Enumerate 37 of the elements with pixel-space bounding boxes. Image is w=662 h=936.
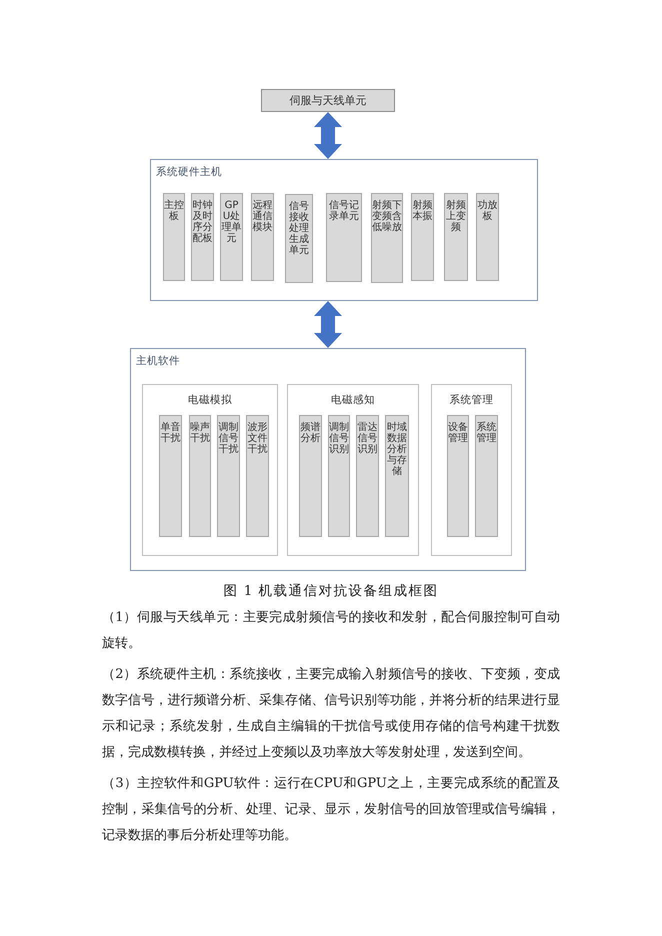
- module-box: 调制信号识别: [328, 415, 350, 537]
- module-box: 远程通信模块: [251, 193, 274, 281]
- module-box: 频谱分析: [299, 415, 322, 537]
- module-box: 时域数据分析与存储: [385, 415, 409, 537]
- panel-heading: 系统硬件主机: [156, 165, 222, 179]
- module-box: 射频本振: [411, 193, 434, 281]
- unit-box: 伺服与天线单元: [261, 89, 395, 112]
- module-box: 设备管理: [447, 415, 469, 537]
- paragraph: （2）系统硬件主机：系统接收，主要完成输入射频信号的接收、下变频，变成数字信号，进行频谱分析、采集存储、信号识别等功能，并将分析的结果进行显示和记录；系统发射，生成自主编辑的干扰信号或使用存储的信号构建干扰数据，完成数模转换，并经过上变频以及功率放大等发射处理，发送到空间。: [102, 666, 560, 762]
- module-box: 单音干扰: [159, 415, 182, 537]
- group-box: [142, 384, 278, 556]
- figure-caption: 图 1 机载通信对抗设备组成框图: [222, 582, 440, 600]
- group-box: [287, 384, 419, 556]
- module-box: 时钟及时序分配板: [191, 193, 214, 281]
- panel-heading: 电磁感知: [330, 393, 376, 407]
- panel-heading: 系统管理: [448, 393, 494, 407]
- module-box: GPU处理单元: [220, 193, 243, 281]
- group-box: [431, 384, 512, 556]
- paragraph: （1）伺服与天线单元：主要完成射频信号的接收和发射，配合伺服控制可自动旋转。: [102, 609, 560, 653]
- group-panel: [150, 159, 538, 301]
- module-box: 调制信号干扰: [217, 415, 240, 537]
- panel-heading: 主机软件: [136, 354, 180, 368]
- double-arrow: [314, 112, 342, 159]
- module-box: 射频上变频: [444, 193, 468, 281]
- module-box: 波形文件干扰: [246, 415, 269, 537]
- paragraph: （3）主控软件和GPU软件：运行在CPU和GPU之上，主要完成系统的配置及控制，采集信号的分析、处理、记录、显示，发射信号的回放管理或信号编辑，记录数据的事后分析处理等功能。: [102, 775, 560, 845]
- module-box: 雷达信号识别: [356, 415, 379, 537]
- group-panel: [130, 348, 526, 571]
- module-box: 功放板: [476, 193, 499, 281]
- module-box: 信号接收处理生成单元: [285, 194, 313, 283]
- double-arrow: [314, 301, 342, 348]
- module-box: 噪声干扰: [189, 415, 211, 537]
- panel-heading: 电磁模拟: [187, 393, 233, 407]
- module-box: 信号记录单元: [326, 193, 362, 282]
- module-box: 系统管理: [475, 415, 498, 537]
- module-box: 主控板: [163, 193, 185, 281]
- module-box: 射频下变频含低噪放: [371, 193, 403, 283]
